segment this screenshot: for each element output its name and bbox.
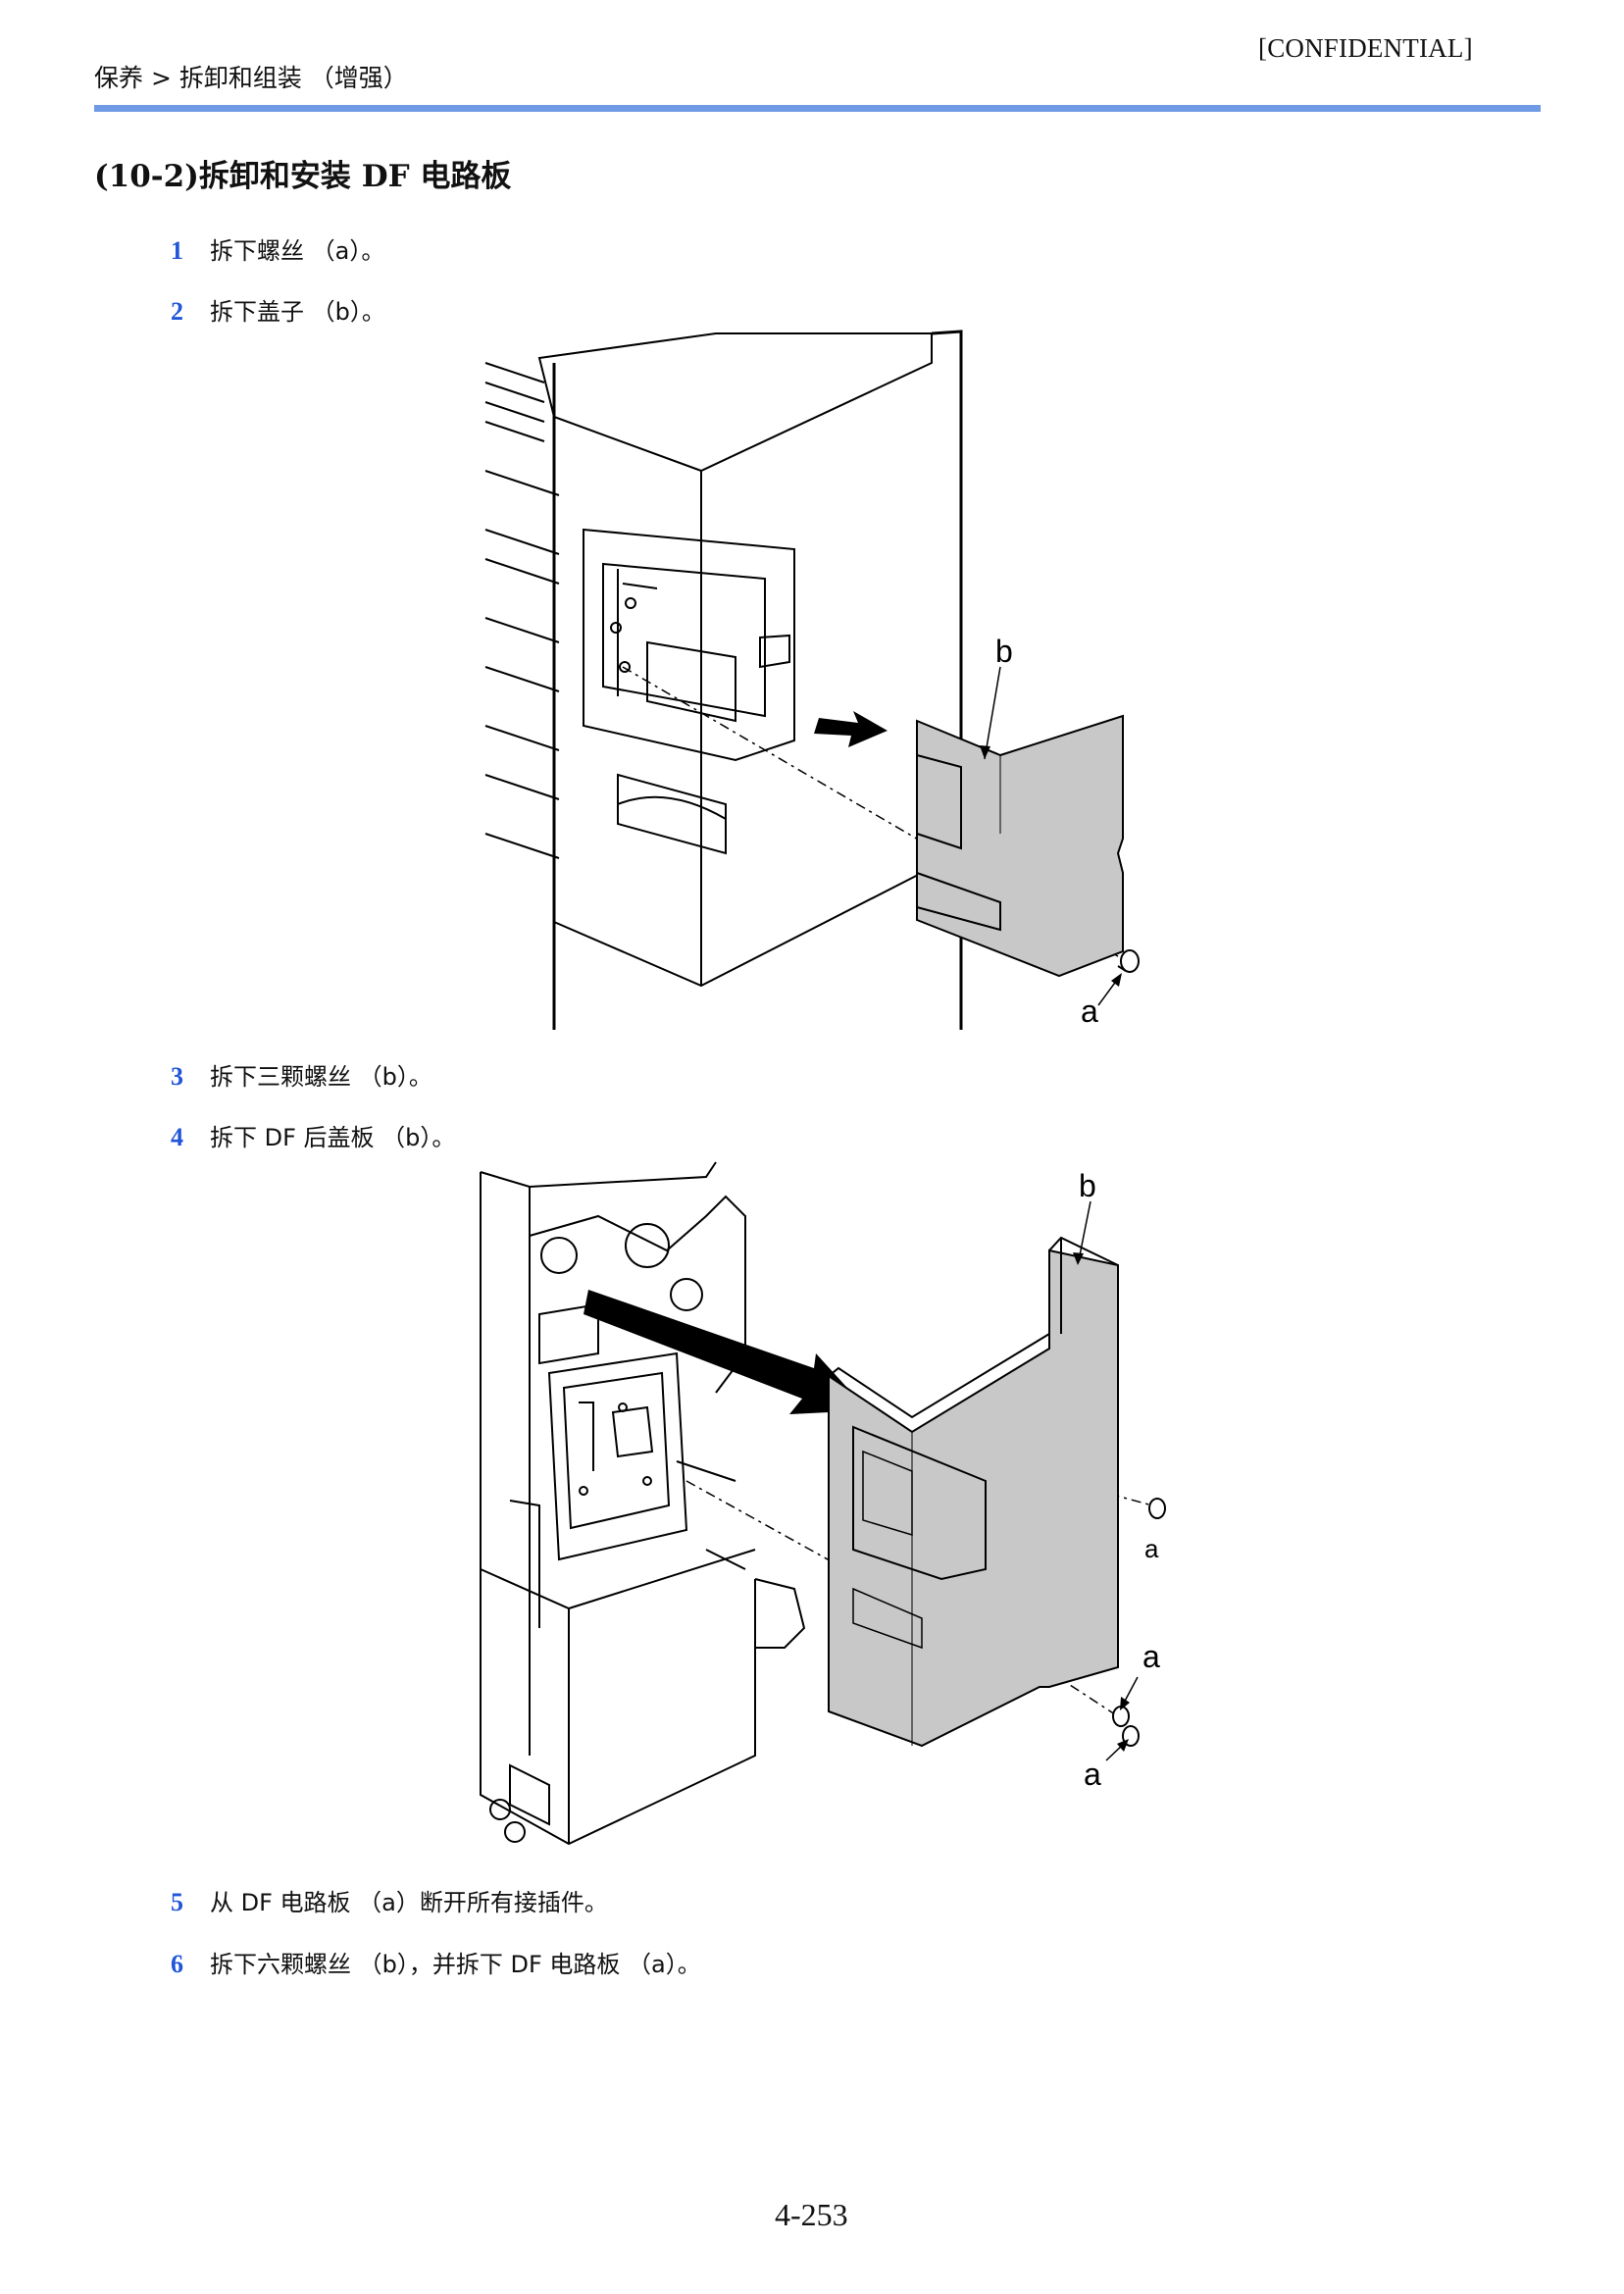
step-number: 6 xyxy=(171,1950,183,1978)
step-text: 拆下盖子 （b）。 xyxy=(210,298,385,326)
step-1: 1 拆下螺丝 （a）。 xyxy=(171,231,384,266)
step-number: 3 xyxy=(171,1062,183,1091)
label-a: a xyxy=(1081,994,1098,1029)
step-2: 2 拆下盖子 （b）。 xyxy=(171,292,385,327)
figure-2-rear-cover-removal: b a a a xyxy=(480,1161,1166,1846)
section-title: (10-2)拆卸和安装 DF 电路板 xyxy=(94,159,512,194)
label-a: a xyxy=(1142,1639,1160,1674)
step-text: 从 DF 电路板 （a）断开所有接插件。 xyxy=(210,1889,608,1916)
step-number: 4 xyxy=(171,1123,183,1151)
label-b: b xyxy=(995,634,1013,669)
label-a: a xyxy=(1144,1534,1159,1563)
step-text: 拆下 DF 后盖板 （b）。 xyxy=(210,1124,456,1151)
page-number: 4-253 xyxy=(775,2197,848,2232)
label-a: a xyxy=(1084,1757,1101,1792)
step-3: 3 拆下三颗螺丝 （b）。 xyxy=(171,1057,432,1092)
step-4: 4 拆下 DF 后盖板 （b）。 xyxy=(171,1118,455,1152)
breadcrumb: 保养 > 拆卸和组装 （增强） xyxy=(94,64,408,92)
step-text: 拆下螺丝 （a）。 xyxy=(210,237,385,265)
header-rule xyxy=(94,105,1541,112)
label-b: b xyxy=(1079,1168,1096,1203)
step-text: 拆下三颗螺丝 （b）。 xyxy=(210,1063,432,1091)
step-5: 5 从 DF 电路板 （a）断开所有接插件。 xyxy=(171,1883,608,1917)
step-number: 5 xyxy=(171,1888,183,1916)
step-6: 6 拆下六颗螺丝 （b），并拆下 DF 电路板 （a）。 xyxy=(171,1945,701,1979)
step-text: 拆下六颗螺丝 （b），并拆下 DF 电路板 （a）。 xyxy=(210,1951,701,1978)
step-number: 1 xyxy=(171,236,183,265)
confidential-mark: [CONFIDENTIAL] xyxy=(1258,33,1473,63)
step-number: 2 xyxy=(171,297,183,326)
figure-1-cover-removal: b a xyxy=(484,330,1140,1030)
